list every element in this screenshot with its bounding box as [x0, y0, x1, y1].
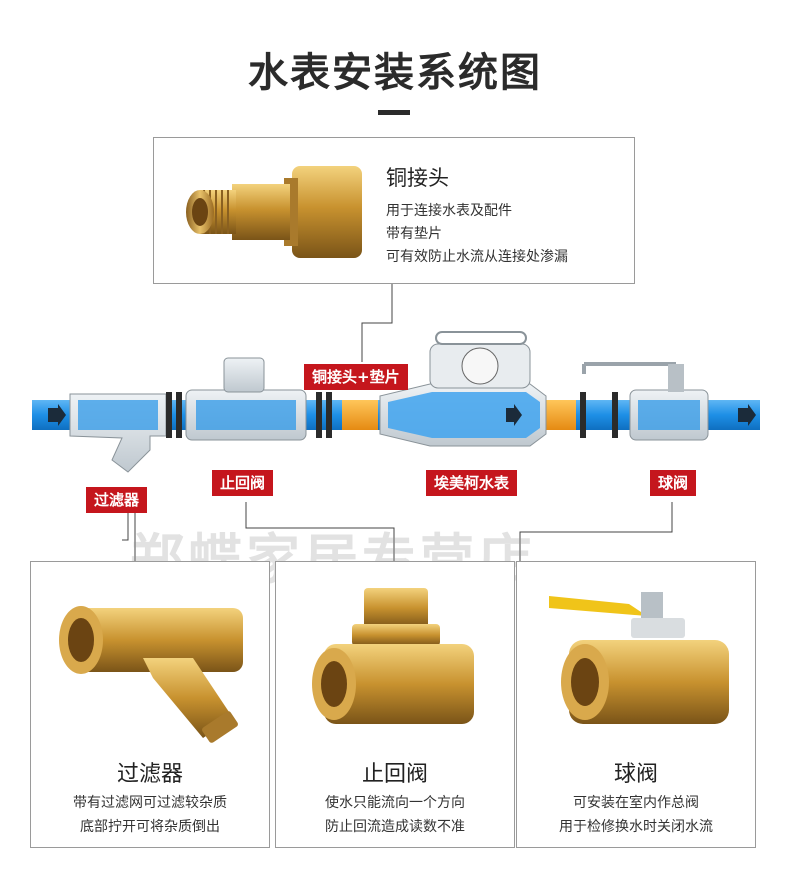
copper-connector-desc-3: 可有效防止水流从连接处渗漏: [386, 249, 568, 265]
card-ball-valve-desc-2: 用于检修换水时关闭水流: [559, 819, 713, 835]
card-check-valve-name: 止回阀: [361, 762, 428, 787]
title-underline: [378, 110, 410, 115]
label-check-valve: 止回阀: [212, 470, 274, 496]
card-filter-name: 过滤器: [116, 762, 183, 787]
label-connector-gasket: 铜接头+垫片: [304, 364, 408, 390]
label-water-meter: 埃美柯水表: [426, 470, 518, 496]
label-ball-valve: 球阀: [650, 470, 697, 496]
card-ball-valve-desc-1: 可安装在室内作总阀: [573, 795, 699, 811]
card-check-valve: 止回阀 使水只能流向一个方向 防止回流造成读数不准: [275, 561, 515, 848]
card-ball-valve: 球阀 可安装在室内作总阀 用于检修换水时关闭水流: [516, 561, 756, 848]
pipeline-diagram: [32, 331, 760, 473]
page-title: 水表安装系统图: [248, 50, 542, 96]
card-ball-valve-name: 球阀: [613, 762, 658, 787]
copper-connector-box: 铜接头 用于连接水表及配件 带有垫片 可有效防止水流从连接处渗漏: [153, 137, 635, 284]
card-check-valve-desc-1: 使水只能流向一个方向: [325, 795, 465, 811]
ball-valve-image: [549, 592, 729, 724]
copper-connector-image: [186, 166, 362, 258]
copper-connector-name: 铜接头: [386, 166, 449, 190]
label-filter: 过滤器: [86, 487, 148, 513]
card-filter-desc-2: 底部拧开可将杂质倒出: [80, 819, 220, 835]
copper-connector-desc-1: 用于连接水表及配件: [386, 203, 512, 219]
card-filter: 过滤器 带有过滤网可过滤较杂质 底部拧开可将杂质倒出: [30, 561, 270, 848]
check-valve-image: [312, 588, 474, 724]
filter-image: [59, 606, 243, 743]
copper-connector-desc-2: 带有垫片: [386, 226, 442, 242]
card-check-valve-desc-2: 防止回流造成读数不准: [325, 819, 465, 835]
card-filter-desc-1: 带有过滤网可过滤较杂质: [73, 795, 227, 811]
